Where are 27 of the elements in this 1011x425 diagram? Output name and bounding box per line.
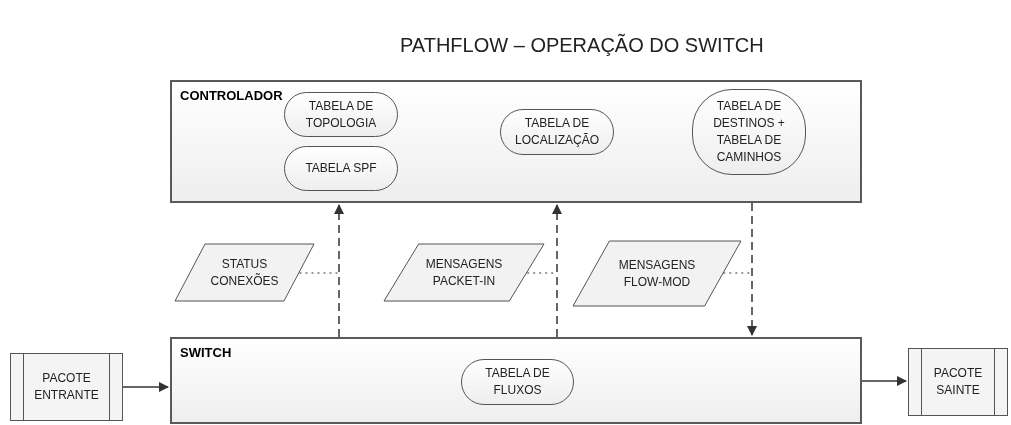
panel-heading: CONTROLADOR [180, 87, 283, 105]
arrow [746, 202, 758, 337]
rounded-box [284, 92, 398, 137]
node-label: MENSAGENS PACKET-IN [424, 255, 504, 290]
node-label: TABELA SPF [304, 160, 378, 177]
rounded-box [500, 109, 614, 155]
node-label: TABELA DE TOPOLOGIA [304, 97, 378, 132]
diagram-title: PATHFLOW – OPERAÇÃO DO SWITCH [400, 32, 764, 58]
process-box [908, 348, 1008, 416]
node-label: TABELA DE FLUXOS [484, 365, 551, 399]
leader-line [299, 272, 340, 274]
node-label: TABELA DE LOCALIZAÇÃO [514, 115, 600, 149]
node-label: TABELA DE DESTINOS + TABELA DE CAMINHOS [712, 98, 786, 166]
rounded-box [284, 146, 398, 191]
arrow [122, 381, 170, 393]
node-label: STATUS CONEXÕES [209, 255, 280, 290]
node-label: MENSAGENS FLOW-MOD [617, 256, 697, 291]
container-box [170, 337, 862, 424]
process-box [10, 353, 123, 421]
node-label: PACOTE SAINTE [932, 365, 984, 399]
arrow [333, 203, 345, 338]
rounded-box [461, 359, 574, 405]
container-box [170, 80, 862, 203]
arrow [551, 203, 563, 338]
arrow [861, 375, 908, 387]
node-label: PACOTE ENTRANTE [33, 370, 100, 404]
panel-heading: SWITCH [180, 344, 232, 362]
